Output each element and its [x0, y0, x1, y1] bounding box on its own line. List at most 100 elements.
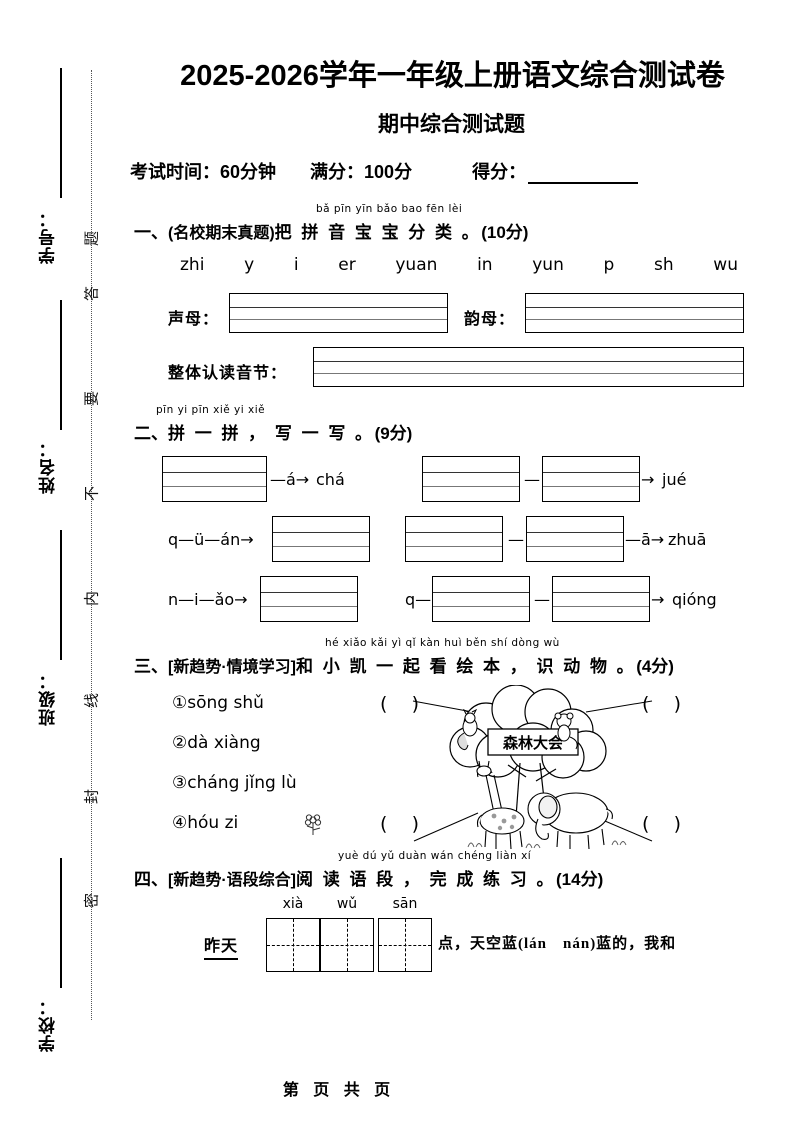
section-4-passage-row: xià wǔ sān 昨天 点，天空蓝(lán nán)蓝的，我和 [120, 896, 793, 976]
section-2-row-3: n—i—ǎo→ q— — → qióng [120, 574, 793, 630]
tianzige-box-2[interactable] [320, 918, 374, 972]
seal-rule-3 [60, 530, 62, 660]
section-1: bǎ pīn yīn bǎo bao fēn lèi 一、(名校期末真题)把 拼… [120, 203, 793, 393]
section-2-number: 二、 [134, 424, 168, 443]
s2-r3-right-result: qióng [672, 590, 717, 609]
section-2-row-1: —á→ chá — → jué [120, 454, 793, 510]
s2-r2-left-pre: q—ü—án→ [168, 530, 254, 549]
seal-char-4: 内 [83, 591, 101, 607]
s2-r2-box-left[interactable] [272, 516, 370, 562]
list-item-4-no: ④ [172, 813, 188, 833]
s2-r3-box-left[interactable] [260, 576, 358, 622]
passage-tail-text: 点，天空蓝(lán nán)蓝的，我和 [438, 936, 677, 952]
section-1-answer-row-1: 声母： 韵母： [120, 291, 793, 337]
sidebar-field-name: 姓名： [39, 440, 58, 494]
seal-char-6: 封 [83, 789, 101, 805]
yunmu-label: 韵母： [464, 311, 516, 328]
tianzige-box-1[interactable] [266, 918, 320, 972]
section-3-pinyin: hé xiǎo kǎi yì qǐ kàn huì běn shí dòng w… [325, 637, 560, 649]
s2-r2-right-result: zhuā [668, 530, 707, 549]
s2-r3-box-r2[interactable] [552, 576, 650, 622]
section-2-pinyin: pīn yi pīn xiě yi xiě [156, 404, 266, 416]
section-1-tag: (名校期末真题) [168, 225, 275, 242]
s2-r1-right-result: jué [662, 470, 687, 489]
section-2-row-2: q—ü—án→ — —ā→ zhuā [120, 514, 793, 570]
tianzige-box-3[interactable] [378, 918, 432, 972]
list-item-2-pinyin: dà xiàng [187, 733, 261, 753]
s2-r3-box-r1[interactable] [432, 576, 530, 622]
s2-r1-box-r2[interactable] [542, 456, 640, 502]
forest-assembly-illustration: 森林大会 [412, 685, 653, 850]
section-4-heading: yuè dú yǔ duàn wán chéng liàn xí 四、[新趋势·… [120, 850, 793, 890]
section-2-title: 拼 一 拼 ， 写 一 写 。 [168, 424, 375, 443]
passage-box-pinyin-2: wǔ [336, 896, 358, 912]
s2-r3-right-mid: → [651, 590, 665, 609]
zhengti-label: 整体认读音节： [168, 365, 288, 382]
section-4-tag: [新趋势·语段综合] [168, 872, 296, 889]
syllable-2: i [293, 255, 299, 275]
seal-char-0: 题 [83, 231, 101, 247]
s2-r1-box-left[interactable] [162, 456, 267, 502]
syllable-7: p [603, 255, 615, 275]
seal-char-5: 线 [83, 693, 101, 709]
shengmu-answer-box[interactable] [229, 293, 448, 333]
syllable-3: er [338, 255, 356, 275]
s2-r3-right-sep: — [534, 590, 550, 609]
s2-r2-box-r1[interactable] [405, 516, 503, 562]
score-label: 得分： [472, 162, 527, 182]
passage-lead-word: 昨天 [204, 932, 239, 960]
exam-meta-row: 考试时间：60分钟 满分：100分 得分： [120, 158, 793, 184]
shengmu-label: 声母： [168, 311, 220, 328]
passage-box-pinyin-1: xià [282, 896, 304, 912]
yunmu-answer-box[interactable] [525, 293, 744, 333]
section-3-number: 三、 [134, 657, 168, 676]
seal-dotted-line [91, 70, 92, 1020]
s2-r1-box-r1[interactable] [422, 456, 520, 502]
answer-paren-right-2[interactable]: ( ) [642, 813, 681, 835]
seal-rule-4 [60, 858, 62, 988]
section-4-title: 阅 读 语 段 ， 完 成 练 习 。 [296, 870, 557, 889]
list-item-2-no: ② [172, 733, 188, 753]
section-3: hé xiǎo kǎi yì qǐ kàn huì běn shí dòng w… [120, 637, 793, 857]
exam-time-label: 考试时间：60分钟 [130, 162, 277, 182]
section-4-pinyin: yuè dú yǔ duàn wán chéng liàn xí [338, 850, 532, 862]
answer-paren-left-1[interactable]: ( ) [380, 693, 419, 715]
section-4-points: (14分) [556, 870, 604, 889]
syllable-6: yun [532, 255, 564, 275]
seal-line-sidebar: 学号： 姓名： 班级： 学校： 题 答 要 不 内 线 封 密 [0, 0, 120, 1122]
section-1-heading: bǎ pīn yīn bǎo bao fēn lèi 一、(名校期末真题)把 拼… [120, 203, 793, 243]
section-1-pinyin: bǎ pīn yīn bǎo bao fēn lèi [316, 203, 463, 215]
section-3-points: (4分) [636, 657, 674, 676]
list-item-3-no: ③ [172, 773, 188, 793]
syllable-0: zhi [180, 255, 205, 275]
syllable-8: sh [653, 255, 674, 275]
section-1-title: 把 拼 音 宝 宝 分 类 。 [274, 223, 482, 242]
sidebar-field-class: 班级： [39, 672, 58, 726]
score-input-blank[interactable] [528, 168, 639, 184]
page-footer: 第 页 共 页 [282, 1082, 396, 1099]
syllable-4: yuan [395, 255, 438, 275]
s2-r1-right-sep: — [524, 470, 540, 489]
list-item-1-no: ① [172, 693, 188, 713]
s2-r1-right-mid: → [641, 470, 655, 489]
s2-r2-box-r2[interactable] [526, 516, 624, 562]
answer-paren-left-2[interactable]: ( ) [380, 813, 419, 835]
syllable-5: in [477, 255, 493, 275]
list-item-3-pinyin: cháng jǐng lù [187, 773, 297, 793]
list-item-3: ③cháng jǐng lù [172, 773, 297, 793]
section-1-number: 一、 [134, 223, 168, 242]
flower-icon [304, 814, 322, 835]
s2-r2-right-mid: —ā→ [625, 530, 665, 549]
list-item-1: ①sōng shǔ [172, 693, 264, 713]
section-1-points: (10分) [481, 223, 529, 242]
list-item-4-pinyin: hóu zi [187, 813, 239, 833]
answer-paren-right-1[interactable]: ( ) [642, 693, 681, 715]
seal-char-2: 要 [83, 391, 101, 407]
sidebar-field-student-id: 学号： [39, 210, 58, 264]
s2-r2-right-sep: — [508, 530, 524, 549]
full-score-label: 满分：100分 [310, 162, 413, 182]
zhengti-answer-box[interactable] [313, 347, 744, 387]
page-subtitle: 期中综合测试题 [378, 113, 525, 136]
section-2-points: (9分) [374, 424, 413, 443]
list-item-4: ④hóu zi [172, 813, 238, 833]
